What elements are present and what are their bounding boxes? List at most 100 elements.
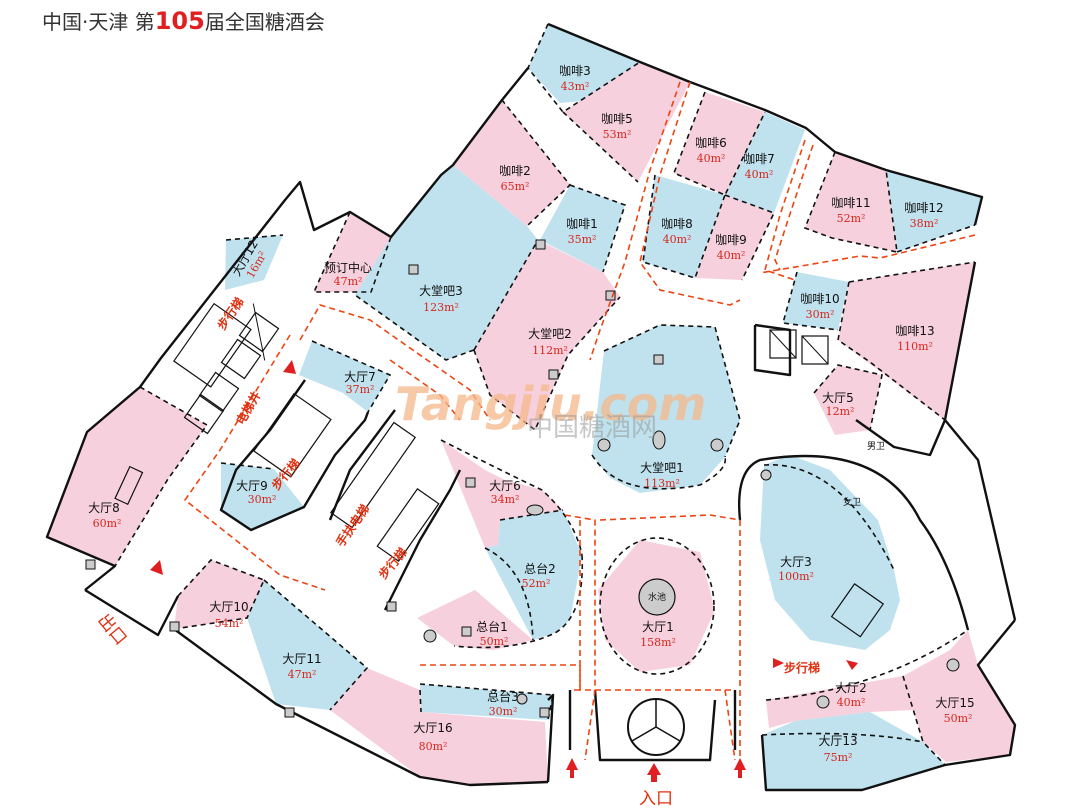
svg-text:咖啡10: 咖啡10 [800,291,839,306]
svg-text:100m²: 100m² [778,570,814,583]
svg-text:总台3: 总台3 [487,689,519,704]
svg-text:52m²: 52m² [522,577,551,590]
svg-text:大厅15: 大厅15 [935,696,974,710]
room-coffee7: 咖啡7 40m² [743,151,775,181]
room-hall16: 大厅16 80m² [413,721,452,753]
stairs-label-a: 步行梯 [214,294,247,332]
room-coffee10: 咖啡10 30m² [800,291,839,321]
svg-text:40m²: 40m² [697,152,726,165]
exit-label: 出口 [93,610,130,649]
svg-text:60m²: 60m² [93,517,122,530]
session-number: 105 [154,7,205,35]
svg-text:咖啡3: 咖啡3 [559,63,591,78]
elevator-shaft-label: 电梯井 [233,388,264,427]
svg-text:咖啡6: 咖啡6 [695,135,727,150]
pool-label: 水池 [648,591,666,603]
svg-text:43m²: 43m² [561,80,590,93]
svg-text:大厅2: 大厅2 [835,681,867,695]
svg-text:咖啡7: 咖啡7 [743,151,775,166]
svg-text:咖啡11: 咖啡11 [831,195,870,210]
room-coffee1: 咖啡1 35m² [566,216,598,246]
room-coffee6: 咖啡6 40m² [695,135,727,165]
svg-text:总台1: 总台1 [476,619,508,634]
svg-text:大厅3: 大厅3 [780,555,812,569]
escalator-label: 手扶电梯 [332,501,372,549]
svg-text:158m²: 158m² [640,636,676,649]
svg-text:总台2: 总台2 [524,561,556,576]
room-coffee2: 咖啡2 65m² [499,163,531,193]
svg-text:大厅10: 大厅10 [209,600,248,614]
svg-text:咖啡12: 咖啡12 [904,200,943,215]
svg-text:大厅16: 大厅16 [413,721,452,735]
room-coffee8: 咖啡8 40m² [661,216,693,246]
watermark-brand: Tangjiu.com [395,377,706,431]
stairs-label-d: 步行梯 [784,660,820,675]
svg-text:123m²: 123m² [423,301,459,314]
svg-text:54m²: 54m² [215,617,244,630]
room-hall11: 大厅11 47m² [282,652,321,681]
women-restroom-label: 女卫 [843,496,861,508]
svg-text:40m²: 40m² [745,168,774,181]
svg-text:大厅9: 大厅9 [236,479,268,493]
svg-text:30m²: 30m² [248,493,277,506]
svg-text:大厅7: 大厅7 [344,370,376,384]
room-lobbybar2: 大堂吧2 112m² [528,327,572,357]
svg-text:咖啡1: 咖啡1 [566,216,598,231]
svg-text:40m²: 40m² [663,233,692,246]
svg-text:咖啡9: 咖啡9 [715,232,747,247]
svg-text:大厅5: 大厅5 [822,391,854,405]
svg-text:37m²: 37m² [346,383,375,396]
map-title: 中国·天津 第105届全国糖酒会 [42,7,325,35]
svg-text:12m²: 12m² [826,405,855,418]
room-coffee9: 咖啡9 40m² [715,232,747,262]
svg-text:大厅13: 大厅13 [818,734,857,748]
svg-text:75m²: 75m² [824,751,853,764]
svg-text:40m²: 40m² [717,249,746,262]
svg-text:大堂吧2: 大堂吧2 [528,327,572,341]
svg-text:35m²: 35m² [568,233,597,246]
svg-text:40m²: 40m² [837,696,866,709]
svg-text:30m²: 30m² [489,705,518,718]
svg-text:大厅11: 大厅11 [282,652,321,666]
svg-text:咖啡8: 咖啡8 [661,216,693,231]
svg-text:65m²: 65m² [501,180,530,193]
svg-text:大厅1: 大厅1 [642,620,674,634]
svg-text:预订中心: 预订中心 [324,260,372,275]
men-restroom-label: 男卫 [867,441,885,452]
entrance-label: 入口 [639,789,673,809]
svg-text:53m²: 53m² [603,128,632,141]
svg-text:咖啡13: 咖啡13 [895,323,934,338]
svg-text:50m²: 50m² [944,712,973,725]
svg-text:30m²: 30m² [806,308,835,321]
svg-text:80m²: 80m² [419,740,448,753]
watermark-cn: 中国糖酒网 [527,413,657,443]
svg-text:大厅6: 大厅6 [489,479,521,493]
svg-text:50m²: 50m² [480,635,509,648]
svg-text:112m²: 112m² [532,344,568,357]
svg-text:34m²: 34m² [491,493,520,506]
stair-block [114,302,885,638]
svg-text:咖啡2: 咖啡2 [499,163,531,178]
room-hall15: 大厅15 50m² [935,696,974,725]
svg-text:47m²: 47m² [288,668,317,681]
room-hall1: 大厅1 158m² [640,620,676,649]
svg-text:大堂吧1: 大堂吧1 [640,461,684,475]
direction-arrows [150,360,858,782]
svg-text:47m²: 47m² [334,275,363,288]
